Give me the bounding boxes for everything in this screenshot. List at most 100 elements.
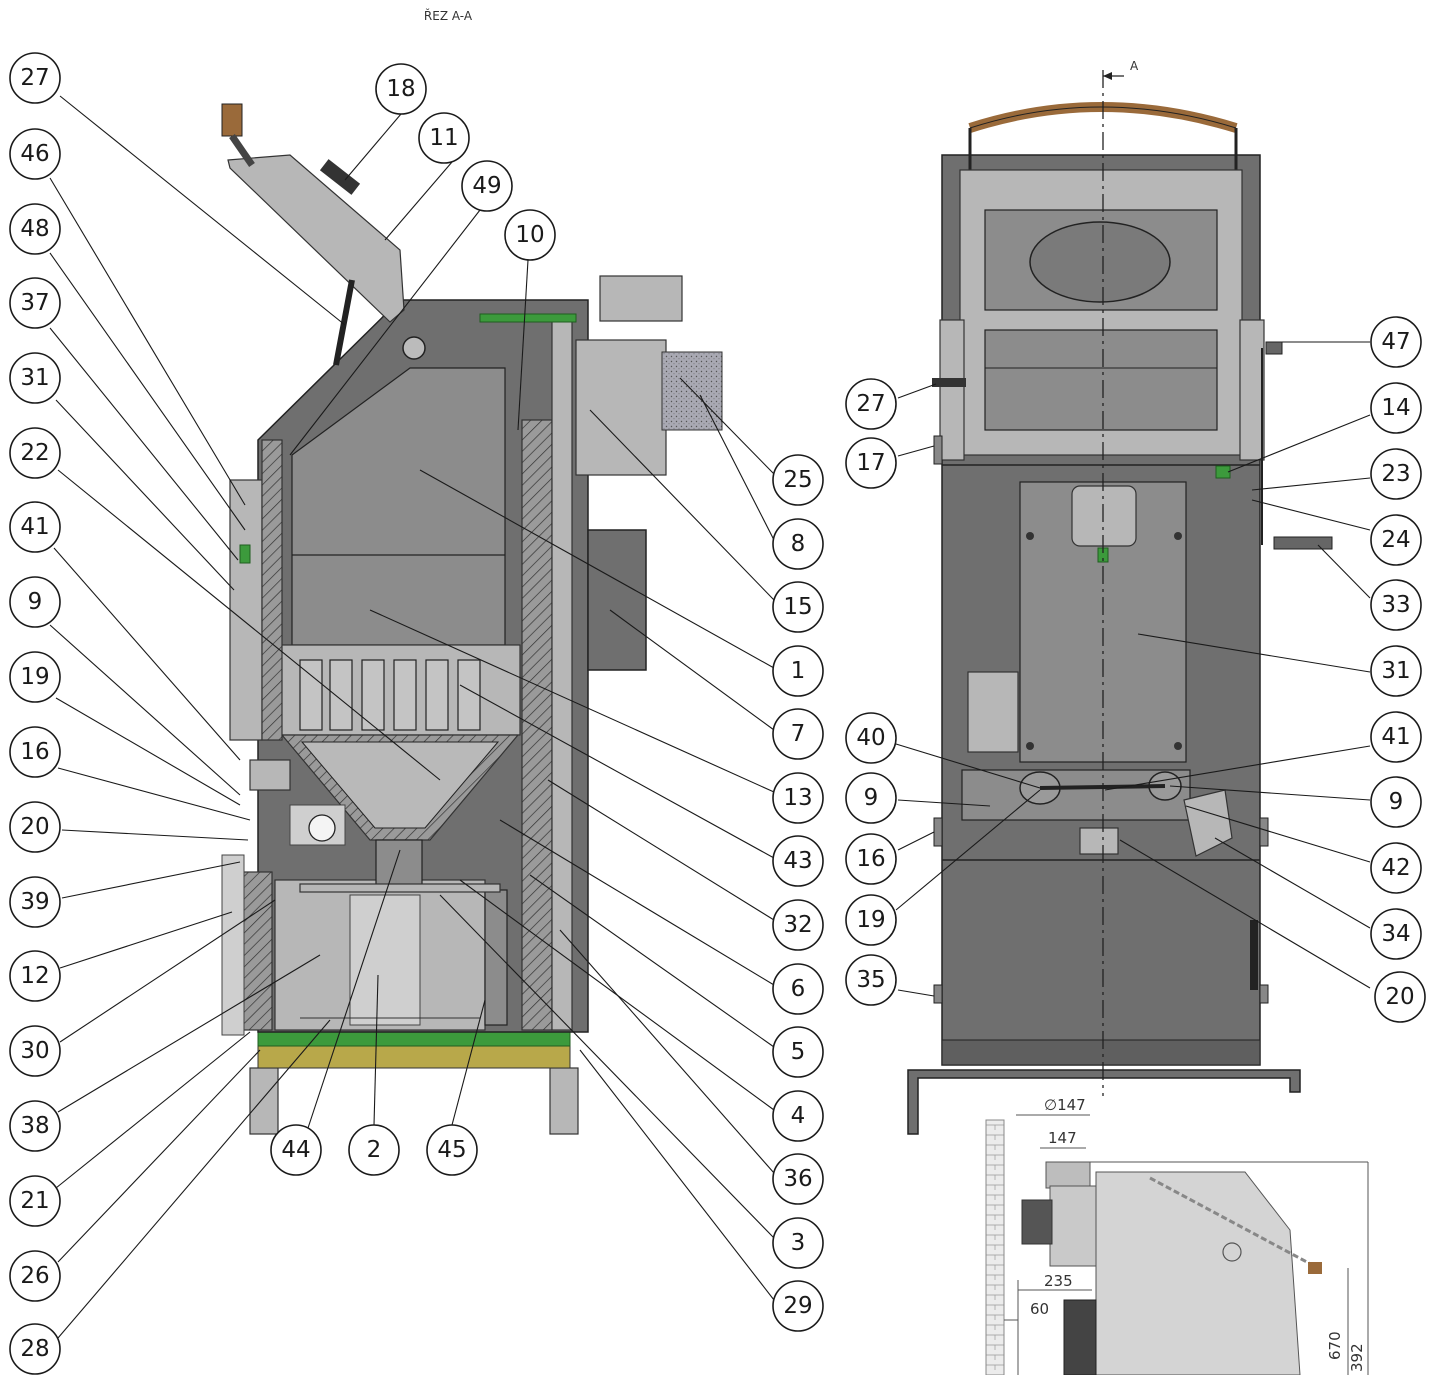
flue-outlet — [587, 529, 647, 671]
ash-pan — [349, 894, 421, 1026]
fan-body-small — [1049, 1185, 1097, 1267]
fan-housing — [599, 275, 683, 322]
bubble: 32 — [772, 899, 824, 951]
bubble: 40 — [845, 712, 897, 764]
svg-text:46: 46 — [20, 141, 49, 167]
bubble: 12 — [9, 950, 61, 1002]
front-view: A — [907, 59, 1333, 1135]
svg-text:43: 43 — [783, 848, 812, 874]
svg-text:39: 39 — [20, 889, 49, 915]
dim-670: 670 — [1326, 1331, 1344, 1360]
bubble: 34 — [1370, 908, 1422, 960]
primary-air-pipe — [249, 759, 291, 791]
svg-text:9: 9 — [864, 785, 879, 811]
dim-392: 392 — [1348, 1343, 1366, 1372]
bubble: 22 — [9, 427, 61, 479]
svg-text:13: 13 — [783, 785, 812, 811]
bubble: 7 — [772, 708, 824, 760]
svg-text:27: 27 — [20, 65, 49, 91]
bubble: 29 — [772, 1280, 824, 1332]
bubble: 30 — [9, 1025, 61, 1077]
bubble: 24 — [1370, 514, 1422, 566]
svg-text:11: 11 — [429, 125, 458, 151]
svg-text:36: 36 — [783, 1166, 812, 1192]
air-regulator — [239, 544, 251, 564]
bubble: 27 — [9, 52, 61, 104]
bubble: 9 — [9, 576, 61, 628]
fan-body — [575, 339, 667, 476]
svg-text:23: 23 — [1381, 461, 1410, 487]
bubble: 31 — [1370, 645, 1422, 697]
side-water-jacket — [521, 419, 553, 1031]
bubble: 25 — [772, 454, 824, 506]
secondary-channel — [484, 889, 508, 1026]
svg-text:3: 3 — [791, 1230, 806, 1256]
bubble: 48 — [9, 203, 61, 255]
svg-text:18: 18 — [386, 76, 415, 102]
svg-text:14: 14 — [1381, 395, 1410, 421]
bubble: 47 — [1370, 316, 1422, 368]
bubble: 43 — [772, 835, 824, 887]
bubble: 1 — [772, 645, 824, 697]
bubble: 45 — [426, 1124, 478, 1176]
bubble: 3 — [772, 1217, 824, 1269]
top-lid — [227, 154, 405, 323]
regulator-bracket — [1183, 789, 1233, 857]
bubble: 31 — [9, 352, 61, 404]
bubble: 9 — [1370, 776, 1422, 828]
dim-diameter: ∅147 — [1044, 1096, 1086, 1114]
bubble: 5 — [772, 1026, 824, 1078]
svg-text:45: 45 — [437, 1137, 466, 1163]
pivot — [402, 336, 426, 360]
svg-text:40: 40 — [856, 725, 885, 751]
ash-insulation — [257, 1031, 571, 1047]
bubble: 33 — [1370, 579, 1422, 631]
door-peephole-plate — [1071, 485, 1137, 547]
svg-text:37: 37 — [20, 290, 49, 316]
svg-text:30: 30 — [20, 1038, 49, 1064]
svg-text:21: 21 — [20, 1188, 49, 1214]
bubble: 16 — [845, 833, 897, 885]
fan-housing-small — [1045, 1161, 1091, 1189]
svg-text:33: 33 — [1381, 592, 1410, 618]
svg-text:25: 25 — [783, 467, 812, 493]
nozzle — [375, 839, 423, 891]
ash-door — [221, 854, 245, 1036]
bubble: 38 — [9, 1100, 61, 1152]
svg-text:16: 16 — [20, 739, 49, 765]
left-foot — [249, 1067, 279, 1135]
svg-text:19: 19 — [856, 907, 885, 933]
svg-text:41: 41 — [20, 514, 49, 540]
upper-door — [229, 479, 263, 741]
svg-text:35: 35 — [856, 967, 885, 993]
svg-text:41: 41 — [1381, 724, 1410, 750]
svg-text:6: 6 — [791, 976, 806, 1002]
bubble: 18 — [375, 63, 427, 115]
bubble: 13 — [772, 772, 824, 824]
svg-text:31: 31 — [20, 365, 49, 391]
bubble: 14 — [1370, 382, 1422, 434]
svg-text:15: 15 — [783, 594, 812, 620]
bubble: 26 — [9, 1250, 61, 1302]
bubble: 49 — [461, 160, 513, 212]
svg-text:44: 44 — [281, 1137, 310, 1163]
grate-bars — [299, 659, 481, 731]
front-stand — [907, 1069, 1301, 1135]
svg-text:22: 22 — [20, 440, 49, 466]
svg-text:2: 2 — [367, 1137, 382, 1163]
svg-text:10: 10 — [515, 222, 544, 248]
svg-text:42: 42 — [1381, 855, 1410, 881]
svg-text:5: 5 — [791, 1039, 806, 1065]
svg-text:28: 28 — [20, 1336, 49, 1362]
bubble: 44 — [270, 1124, 322, 1176]
svg-text:32: 32 — [783, 912, 812, 938]
bubble: 27 — [845, 378, 897, 430]
svg-text:1: 1 — [791, 658, 806, 684]
wall-brick — [985, 1119, 1005, 1375]
bubble: 11 — [418, 112, 470, 164]
section-leaders — [49, 95, 775, 1339]
svg-text:49: 49 — [472, 173, 501, 199]
svg-text:19: 19 — [20, 664, 49, 690]
dim-235: 235 — [1044, 1272, 1073, 1290]
